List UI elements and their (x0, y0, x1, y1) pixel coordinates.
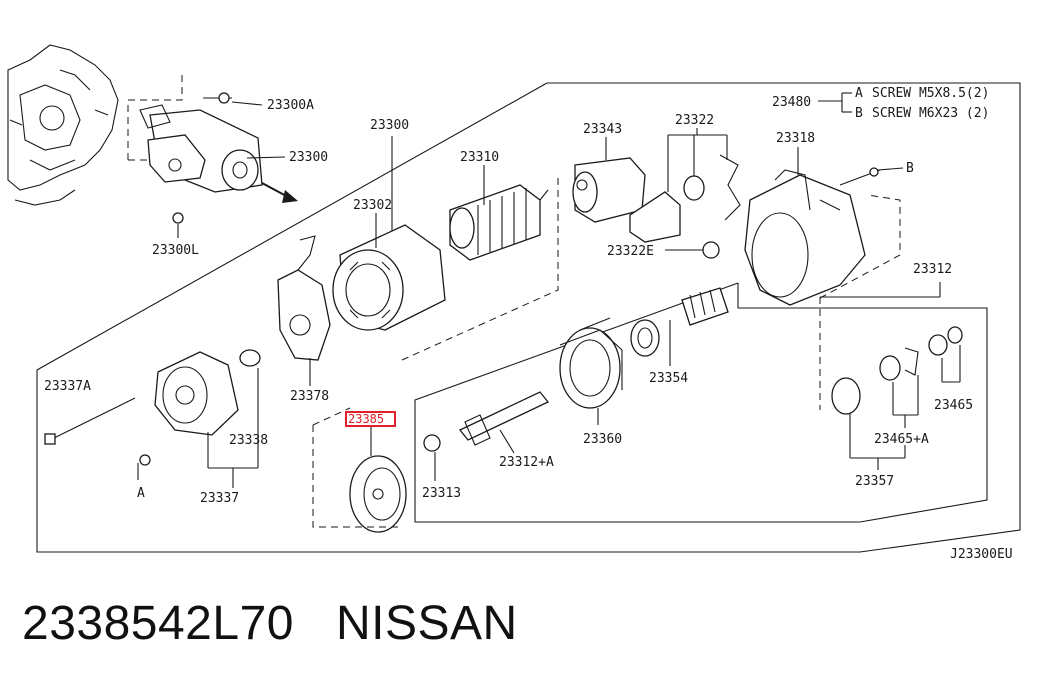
pinion-shaft-assembly-part (423, 391, 550, 454)
brand-name: NISSAN (335, 597, 518, 650)
part-caption: 2338542L70 NISSAN (22, 596, 518, 651)
label-23318: 23318 (776, 131, 815, 146)
yoke-part (332, 213, 446, 331)
label-23300-main: 23300 (370, 118, 409, 133)
label-23312A: 23312+A (499, 455, 554, 470)
shim-parts (629, 128, 741, 259)
magnetic-switch-part (572, 137, 646, 223)
screw-a-text: SCREW M5X8.5(2) (872, 86, 989, 101)
label-23465A: 23465+A (874, 432, 929, 447)
inner-frame (414, 282, 988, 523)
starter-assembly-small (127, 75, 298, 238)
label-23310: 23310 (460, 150, 499, 165)
label-23322E: 23322E (607, 244, 654, 259)
exploded-parts-diagram: 23480 A SCREW M5X8.5(2) B SCREW M6X23 (2… (7, 44, 1021, 562)
cover-plate-part (312, 407, 407, 533)
armature-part (449, 165, 549, 261)
label-23300L: 23300L (152, 243, 199, 258)
label-23338: 23338 (229, 433, 268, 448)
label-23300A: 23300A (267, 98, 314, 113)
screw-b-text: SCREW M6X23 (2) (872, 106, 989, 121)
screw-legend-ref: 23480 (772, 95, 811, 110)
label-23343: 23343 (583, 122, 622, 137)
label-23313: 23313 (422, 486, 461, 501)
internal-gear-part (559, 317, 623, 425)
screw-a-letter: A (855, 86, 863, 101)
part-number: 2338542L70 (22, 597, 294, 650)
highlight-box (345, 411, 396, 427)
outer-frame (36, 82, 1021, 553)
label-23300-small: 23300 (289, 150, 328, 165)
screw-legend: 23480 A SCREW M5X8.5(2) B SCREW M6X23 (2… (772, 86, 989, 121)
engine-context-sketch (7, 44, 119, 206)
label-23465: 23465 (934, 398, 973, 413)
label-23322: 23322 (675, 113, 714, 128)
diagram-code: J23300EU (950, 547, 1013, 562)
ref-a-label: A (137, 486, 145, 501)
label-23312: 23312 (913, 262, 952, 277)
ref-b-label: B (906, 161, 914, 176)
label-23337: 23337 (200, 491, 239, 506)
gear-case-part (744, 147, 904, 306)
label-23337A: 23337A (44, 379, 91, 394)
brush-holder-part (277, 235, 331, 386)
label-23378: 23378 (290, 389, 329, 404)
screw-b-letter: B (855, 106, 863, 121)
label-23302: 23302 (353, 198, 392, 213)
rear-housing-part (44, 349, 261, 488)
highlighted-part-23385: 23385 (345, 411, 396, 427)
overrunning-clutch-group (819, 282, 963, 470)
pinion-shaft-part (630, 287, 729, 366)
label-23360: 23360 (583, 432, 622, 447)
label-23385: 23385 (348, 412, 384, 426)
label-23357: 23357 (855, 474, 894, 489)
label-23354: 23354 (649, 371, 688, 386)
